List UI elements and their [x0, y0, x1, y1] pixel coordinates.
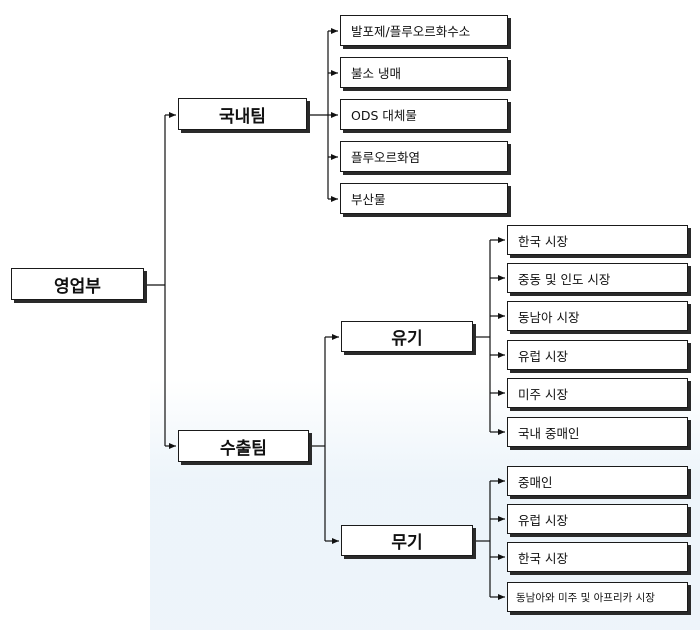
organic-market-label: 중동 및 인도 시장: [518, 271, 611, 287]
domestic-item-label: 불소 냉매: [351, 66, 401, 81]
organic-market-label: 미주 시장: [518, 386, 568, 402]
domestic-item-node: ODS 대체물: [340, 99, 508, 130]
domestic-team-label: 국내팀: [219, 106, 266, 127]
export-team-node: 수출팀: [178, 430, 309, 462]
organic-market-node: 동남아 시장: [507, 301, 688, 331]
organic-market-node: 국내 중매인: [507, 417, 688, 447]
domestic-team-node: 국내팀: [178, 98, 307, 130]
export-team-label: 수출팀: [220, 438, 267, 459]
inorganic-group-label: 무기: [391, 533, 423, 553]
organic-market-label: 유럽 시장: [518, 348, 568, 364]
domestic-item-node: 플루오르화염: [340, 141, 508, 172]
organic-group-label: 유기: [391, 329, 423, 349]
domestic-item-node: 불소 냉매: [340, 57, 508, 88]
domestic-item-node: 발포제/플루오르화수소: [340, 15, 508, 46]
inorganic-group-node: 무기: [341, 525, 473, 556]
inorganic-market-label: 유럽 시장: [518, 512, 568, 528]
domestic-item-label: 부산물: [351, 192, 386, 207]
organic-market-label: 동남아 시장: [518, 309, 580, 325]
root-node-sales-department: 영업부: [11, 268, 144, 300]
organic-market-node: 중동 및 인도 시장: [507, 263, 688, 293]
organic-market-label: 한국 시장: [518, 233, 568, 249]
organic-market-label: 국내 중매인: [518, 425, 580, 441]
organic-market-node: 유럽 시장: [507, 340, 688, 370]
organic-market-node: 미주 시장: [507, 378, 688, 408]
inorganic-market-node: 한국 시장: [507, 542, 688, 572]
inorganic-market-node: 동남아와 미주 및 아프리카 시장: [507, 582, 688, 612]
inorganic-market-label: 한국 시장: [518, 550, 568, 566]
organic-group-node: 유기: [341, 321, 473, 352]
domestic-item-label: 발포제/플루오르화수소: [351, 24, 471, 39]
inorganic-market-node: 유럽 시장: [507, 504, 688, 534]
domestic-item-label: 플루오르화염: [351, 150, 421, 165]
domestic-item-node: 부산물: [340, 183, 508, 214]
root-node-label: 영업부: [54, 276, 101, 297]
domestic-item-label: ODS 대체물: [351, 108, 417, 123]
inorganic-market-node: 중매인: [507, 466, 688, 496]
inorganic-market-label: 동남아와 미주 및 아프리카 시장: [516, 591, 655, 604]
inorganic-market-label: 중매인: [518, 474, 553, 490]
organic-market-node: 한국 시장: [507, 225, 688, 255]
